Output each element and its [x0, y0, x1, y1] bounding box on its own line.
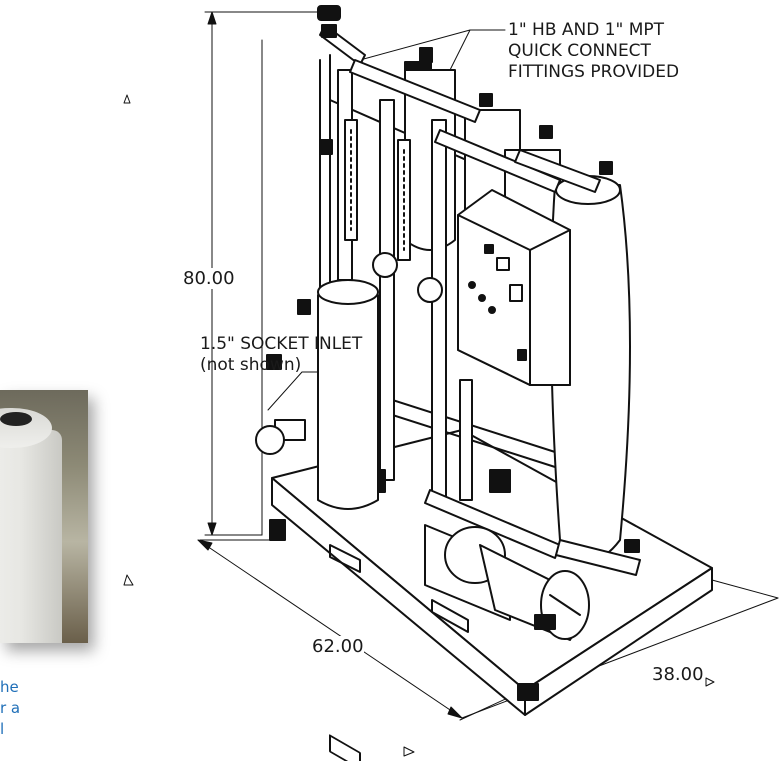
flow-meters [344, 119, 411, 261]
prefilter-tank [317, 279, 379, 510]
length-dimension [197, 539, 526, 721]
height-dimension-label: 80.00 [183, 268, 235, 289]
depth-dimension-label: 38.00 [652, 664, 704, 685]
inlet-callout-line-2: (not shown) [200, 355, 302, 375]
pump-motor [424, 524, 590, 641]
fittings-callout-line-2: QUICK CONNECT [508, 41, 651, 61]
inlet-callout: 1.5" SOCKET INLET (not shown) [200, 334, 362, 376]
fittings-leader-2 [359, 29, 471, 61]
tank-cap [0, 412, 32, 426]
caption-line-1: he [0, 678, 19, 696]
fittings-callout: 1" HB AND 1" MPT QUICK CONNECT FITTINGS … [508, 20, 679, 83]
fittings-callout-line-3: FITTINGS PROVIDED [508, 62, 680, 82]
caption-line-3: l [0, 720, 5, 738]
tank-photo [0, 390, 88, 643]
tank-body [0, 430, 62, 643]
annotation-marks [123, 94, 715, 757]
length-dimension-label: 62.00 [312, 636, 364, 657]
caption-line-2: r a [0, 699, 21, 717]
fittings-callout-line-1: 1" HB AND 1" MPT [508, 20, 665, 40]
inlet-callout-line-1: 1.5" SOCKET INLET [200, 334, 363, 354]
photo-caption: he r a l [0, 677, 20, 740]
control-panel [457, 189, 571, 386]
